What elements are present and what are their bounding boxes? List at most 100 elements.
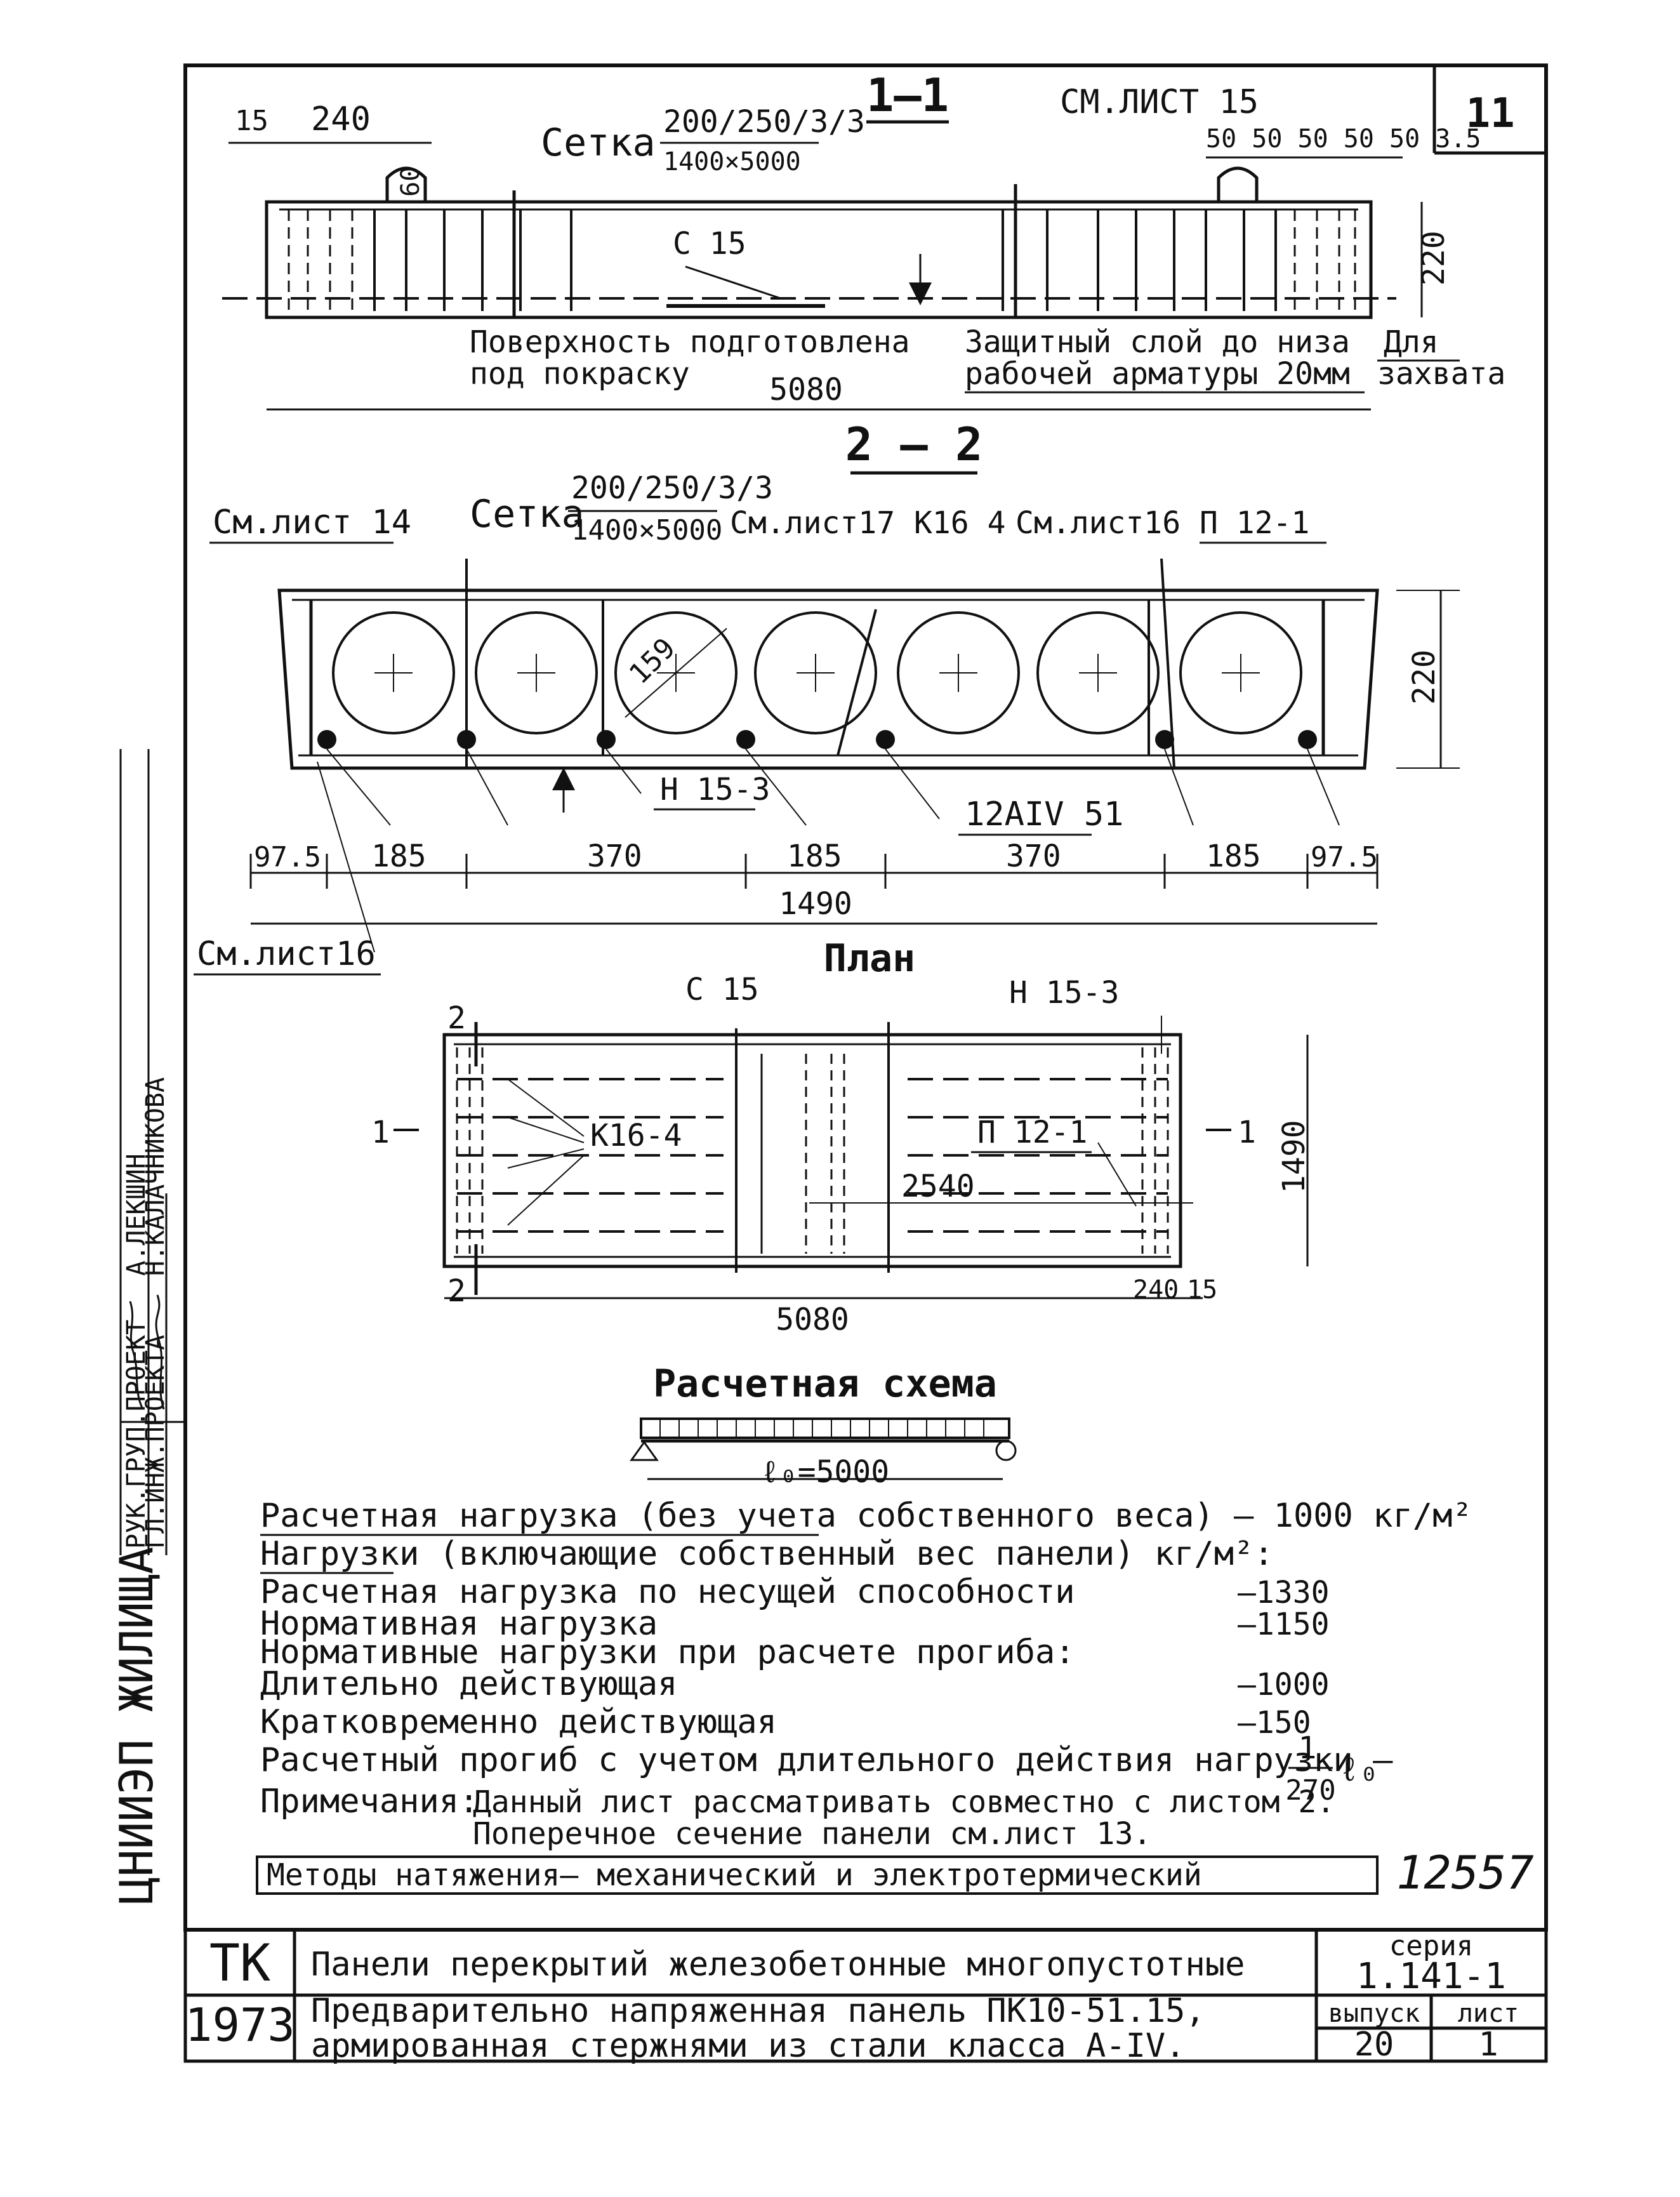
plan-label-c15: С 15	[685, 972, 759, 1007]
s22-mesh-label: Сетка	[470, 492, 585, 536]
calc-scheme-drawing	[630, 1417, 1017, 1480]
plan-cut-2-top: 2	[447, 1000, 466, 1036]
side-role-1: РУК.ГРУП.ПРОЕКТ	[122, 1320, 151, 1549]
s22-dim-1: 185	[371, 839, 427, 874]
loads-row-4-label: Кратковременно действующая	[260, 1703, 777, 1741]
s11-dim-240: 240	[311, 100, 371, 138]
s11-mesh-label: Сетка	[541, 121, 656, 165]
issue-value: 20	[1354, 2026, 1394, 2064]
s22-label-k16: К16 4	[914, 505, 1006, 541]
side-org: ЦНИИЭП ЖИЛИЩА	[110, 1546, 163, 1904]
s11-dim-15: 15	[235, 105, 268, 137]
plan-label-n15: Н 15-3	[1009, 975, 1119, 1011]
plan-title: План	[824, 936, 916, 981]
s11-note-grip-2: захвата	[1377, 356, 1505, 392]
beam-elevation	[222, 166, 1396, 319]
plan-cut-1-left: 1	[371, 1115, 390, 1150]
calc-scheme-title: Расчетная схема	[653, 1362, 997, 1406]
loads-row-4-value: —150	[1238, 1705, 1311, 1741]
loads-row-0-value: —1330	[1238, 1575, 1330, 1610]
plan-label-p12: П 12-1	[977, 1115, 1087, 1150]
s11-label-c15: С 15	[673, 226, 746, 262]
loads-notes-label: Примечания:	[260, 1782, 479, 1821]
series-value: 1.141-1	[1356, 1956, 1506, 1997]
series-label: серия	[1389, 1930, 1473, 1962]
panel-cross-section	[277, 558, 1460, 953]
s22-dim-2: 370	[587, 839, 642, 874]
title-block-year: 1973	[185, 1998, 294, 2052]
side-role-2: ГЛ.ИНЖ.ПРОЕКТА	[141, 1335, 170, 1549]
title-block-title-1: Панели перекрытий железобетонные многопу…	[311, 1946, 1245, 1984]
plan-cut-1-right: 1	[1238, 1115, 1256, 1150]
stamp-number: 12557	[1396, 1846, 1534, 1899]
loads-deflection-label: Расчетный прогиб с учетом длительного де…	[260, 1741, 1393, 1779]
s22-label-n15: Н 15-3	[660, 772, 770, 807]
signature-2	[155, 1294, 165, 1410]
side-stamp	[119, 749, 185, 1555]
s11-note-surface-2: под покраску	[470, 356, 690, 392]
s22-see-sheet-14: См.лист 14	[213, 503, 411, 541]
loads-row-3-value: —1000	[1238, 1667, 1330, 1703]
loads-row-0-label: Расчетная нагрузка по несущей способност…	[260, 1573, 1075, 1611]
s11-mesh-spec: 200/250/3/3	[663, 104, 865, 140]
plan-cut-2-bottom: 2	[447, 1273, 466, 1309]
s11-mesh-size: 1400×5000	[663, 147, 801, 176]
loads-deflection-unit: ℓ₀	[1339, 1751, 1379, 1789]
loads-design-load: Расчетная нагрузка (без учета собственно…	[260, 1497, 1472, 1535]
sheet-number: 11	[1465, 90, 1514, 137]
s22-mesh-spec: 200/250/3/3	[571, 470, 773, 506]
title-block-code: ТК	[209, 1934, 270, 1993]
loads-note-2: Поперечное сечение панели см.лист 13.	[473, 1816, 1151, 1852]
s22-dim-159: 159	[623, 632, 682, 691]
plan-dim-1490: 1490	[1276, 1120, 1312, 1193]
title-block-title-3: армированная стержнями из стали класса А…	[311, 2027, 1186, 2065]
side-name-2: Н.КАЛАЧНИКОВА	[141, 1077, 170, 1276]
loads-note-1: Данный лист рассматривать совместно с ли…	[473, 1784, 1335, 1820]
loads-methods: Методы натяжения— механический и электро…	[267, 1857, 1202, 1893]
s11-see-sheet: СМ.ЛИСТ 15	[1060, 83, 1259, 121]
issue-label: выпуск	[1328, 1999, 1420, 2028]
s22-dim-6: 97.5	[1311, 841, 1378, 873]
s11-note-surface-1: Поверхность подготовлена	[470, 324, 910, 360]
signature-1	[129, 1301, 144, 1410]
s11-small-dims: 50 50 50 50 50 3.5	[1206, 124, 1481, 154]
plan-dim-15: 15	[1187, 1275, 1217, 1304]
s11-note-grip-1: Для	[1384, 324, 1439, 360]
plan-dim-5080: 5080	[776, 1302, 849, 1337]
side-name-1: А.ЛЕКШИН	[122, 1153, 151, 1276]
loads-deflection-den: 270	[1285, 1774, 1335, 1807]
loads-deflection-num: 1	[1299, 1730, 1317, 1766]
loads-row-1-label: Нормативная нагрузка	[260, 1605, 658, 1643]
s11-dim-5080: 5080	[769, 372, 843, 408]
s22-label-p12: П 12-1	[1200, 505, 1309, 541]
plan-dim-240: 240	[1133, 1275, 1179, 1304]
loads-row-3-label: Длительно действующая	[260, 1665, 677, 1703]
plan-drawing	[394, 1016, 1309, 1299]
s11-note-cover-1: Защитный слой до низа	[965, 324, 1350, 360]
s22-dim-220: 220	[1406, 649, 1442, 705]
loads-row-2-label: Нормативные нагрузки при расчете прогиба…	[260, 1633, 1075, 1671]
section-1-1-title: 1—1	[866, 69, 949, 122]
s22-see-sheet-16: См.лист16	[1015, 505, 1181, 541]
s11-note-cover-2: рабочей арматуры 20мм	[965, 356, 1350, 392]
s11-dim-60: 60	[396, 166, 425, 197]
s22-dim-3: 185	[787, 839, 842, 874]
section-2-2-title: 2 — 2	[845, 418, 983, 471]
sheet-value: 1	[1478, 2026, 1498, 2064]
s22-dim-line	[249, 854, 1379, 925]
plan-label-k16: К16-4	[590, 1118, 682, 1153]
s22-dim-4: 370	[1006, 839, 1061, 874]
title-block-title-2: Предварительно напряженная панель ПК10-5…	[311, 1992, 1205, 2030]
s22-mesh-size: 1400×5000	[571, 514, 722, 547]
calc-scheme-span: ℓ₀=5000	[761, 1454, 889, 1490]
methods-box	[256, 1855, 1379, 1895]
sheet-label: лист	[1458, 1999, 1519, 2028]
loads-row-1-value: —1150	[1238, 1607, 1330, 1642]
s22-dim-total: 1490	[779, 886, 852, 922]
plan-dim-2540: 2540	[901, 1169, 975, 1204]
s22-see-sheet-17: См.лист17	[730, 505, 895, 541]
s22-dim-5: 185	[1206, 839, 1261, 874]
loads-heading: Нагрузки (включающие собственный вес пан…	[260, 1535, 1274, 1573]
s22-label-rebar: 12АIV 51	[965, 795, 1123, 833]
